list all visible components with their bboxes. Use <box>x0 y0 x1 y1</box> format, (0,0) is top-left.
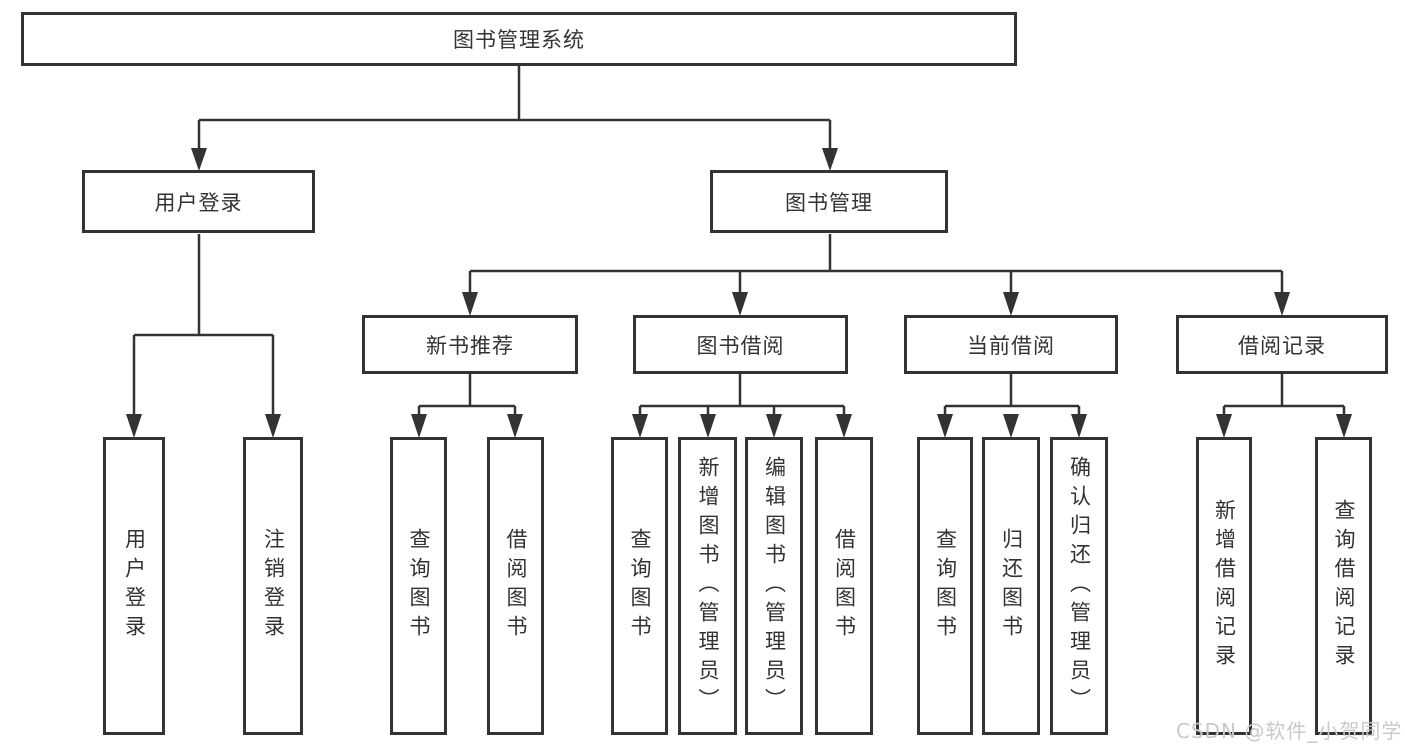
leaf-query-books-current-label: 查询图书 <box>933 528 958 644</box>
leaf-user-login-label: 用户登录 <box>122 528 147 644</box>
leaf-return-books-label: 归还图书 <box>999 528 1024 644</box>
leaf-confirm-return-admin-label: 确认归还（管理员） <box>1067 455 1092 717</box>
leaf-logout-login: 注销登录 <box>243 437 303 735</box>
node-borrow-records-label: 借阅记录 <box>1238 333 1326 358</box>
leaf-query-books-current: 查询图书 <box>917 437 973 735</box>
leaf-query-borrow-record-label: 查询借阅记录 <box>1332 499 1356 673</box>
node-user-login: 用户登录 <box>82 170 315 233</box>
node-book-borrow-label: 图书借阅 <box>696 333 785 358</box>
node-user-login-label: 用户登录 <box>154 190 243 215</box>
node-new-book-recommend-label: 新书推荐 <box>426 333 514 358</box>
leaf-borrow-books-recommend: 借阅图书 <box>487 437 544 735</box>
node-book-borrow: 图书借阅 <box>633 315 848 374</box>
node-book-management: 图书管理 <box>710 170 948 233</box>
leaf-borrow-books-borrow: 借阅图书 <box>815 437 873 735</box>
leaf-add-borrow-record: 新增借阅记录 <box>1196 437 1252 735</box>
leaf-return-books: 归还图书 <box>982 437 1040 735</box>
leaf-logout-login-label: 注销登录 <box>261 528 286 644</box>
leaf-query-borrow-record: 查询借阅记录 <box>1315 437 1372 735</box>
node-current-borrow-label: 当前借阅 <box>967 333 1055 358</box>
node-root-system: 图书管理系统 <box>21 12 1017 66</box>
leaf-edit-books-admin-label: 编辑图书（管理员） <box>762 455 787 717</box>
leaf-add-borrow-record-label: 新增借阅记录 <box>1212 499 1237 673</box>
leaf-query-books-recommend-label: 查询图书 <box>407 528 431 644</box>
node-current-borrow: 当前借阅 <box>904 315 1118 374</box>
leaf-query-books-recommend: 查询图书 <box>390 437 447 735</box>
node-new-book-recommend: 新书推荐 <box>362 315 578 374</box>
leaf-confirm-return-admin: 确认归还（管理员） <box>1050 437 1108 735</box>
leaf-query-books-borrow-label: 查询图书 <box>628 528 652 644</box>
csdn-watermark: CSDN @软件_小贺同学 <box>1176 719 1403 743</box>
leaf-query-books-borrow: 查询图书 <box>611 437 668 735</box>
leaf-add-books-admin: 新增图书（管理员） <box>678 437 737 735</box>
leaf-user-login: 用户登录 <box>103 437 165 735</box>
node-borrow-records: 借阅记录 <box>1176 315 1388 374</box>
leaf-borrow-books-recommend-label: 借阅图书 <box>504 528 528 644</box>
leaf-edit-books-admin: 编辑图书（管理员） <box>745 437 803 735</box>
node-book-management-label: 图书管理 <box>785 190 873 215</box>
node-root-label: 图书管理系统 <box>453 28 585 52</box>
leaf-add-books-admin-label: 新增图书（管理员） <box>696 455 720 717</box>
leaf-borrow-books-borrow-label: 借阅图书 <box>832 528 857 644</box>
